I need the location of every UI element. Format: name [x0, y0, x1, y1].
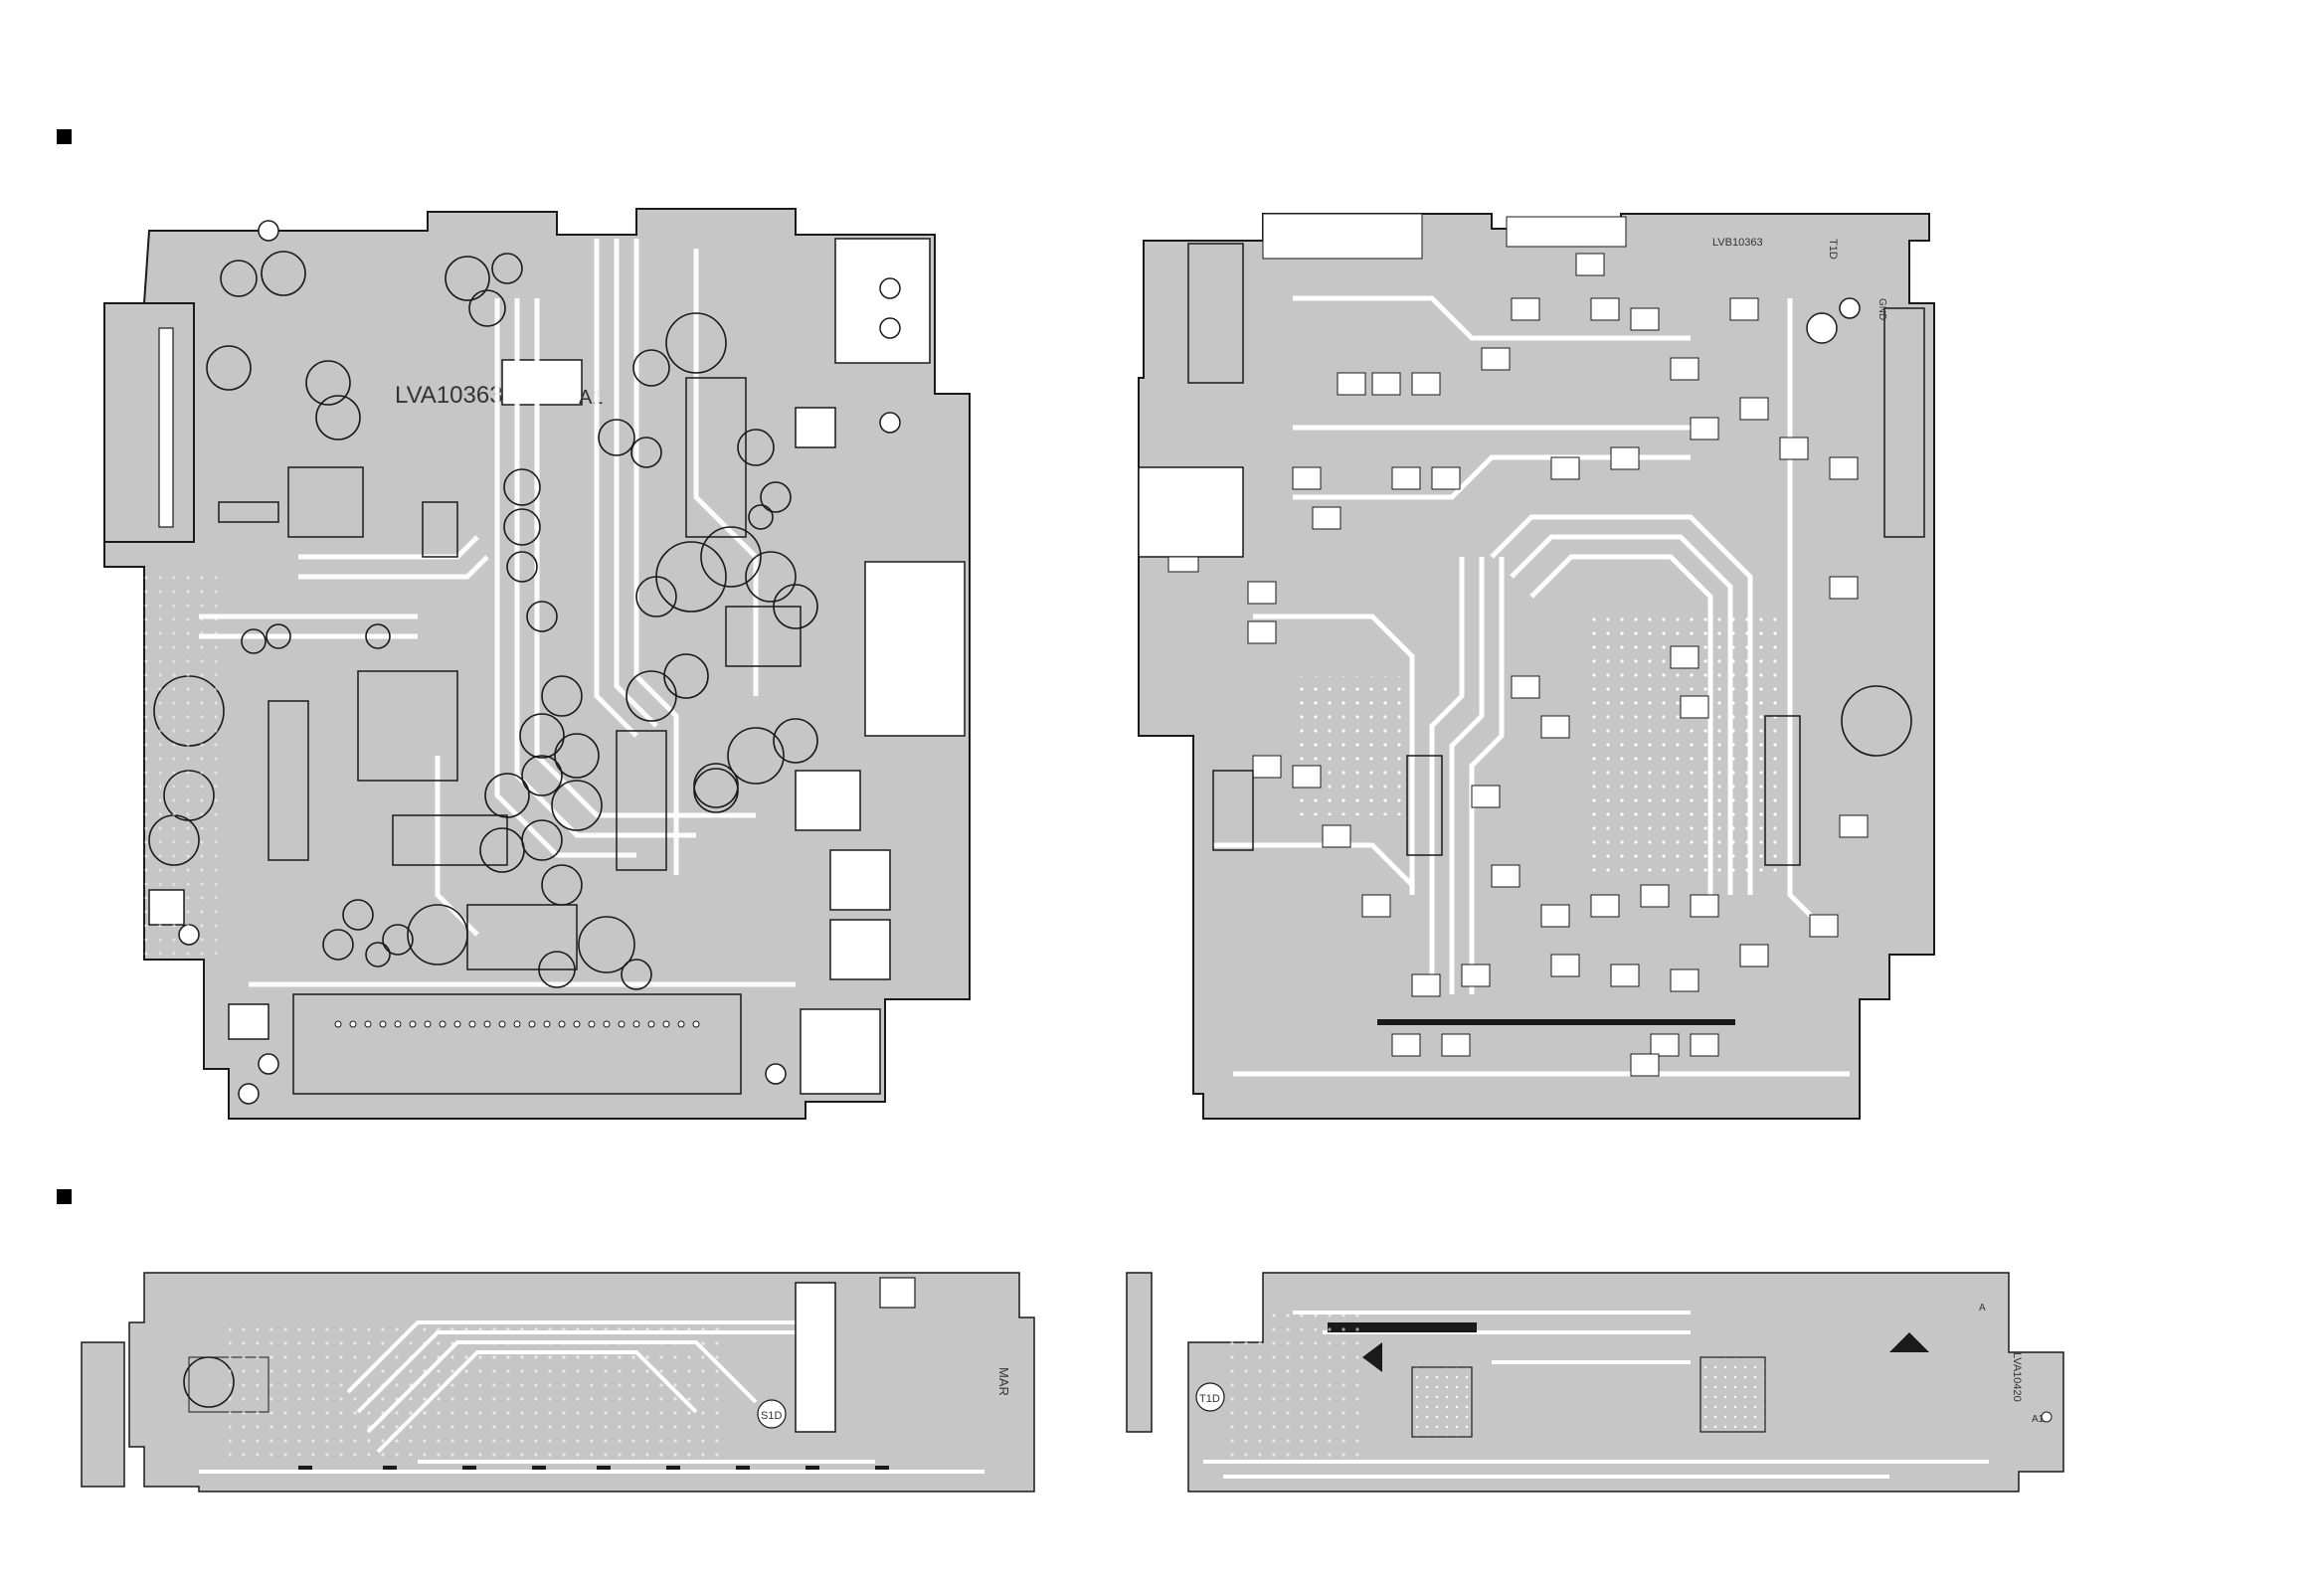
front-foil-mark: T1D	[1199, 1393, 1220, 1405]
main-board-code: LVA10363	[395, 382, 503, 409]
front-foil-board: T1D A LVA10420 A1	[1127, 1273, 2063, 1492]
front-mark: S1D	[761, 1410, 782, 1422]
main-component-board: LVA10363 A1	[104, 209, 970, 1119]
front-foil-corner-mark: A	[1979, 1303, 1986, 1314]
front-side-code: MAR	[996, 1367, 1011, 1396]
front-foil-side-code: LVA10420	[2011, 1352, 2023, 1402]
foil-board-code: LVB10363	[1712, 237, 1763, 249]
foil-gnd-label: GND	[1877, 298, 1887, 320]
main-foil-board: LVB10363 T1D GND	[1139, 214, 1934, 1119]
front-component-board: S1D MAR	[82, 1273, 1034, 1492]
main-side-mark: A1	[579, 387, 603, 409]
foil-corner-mark: T1D	[1827, 239, 1839, 260]
